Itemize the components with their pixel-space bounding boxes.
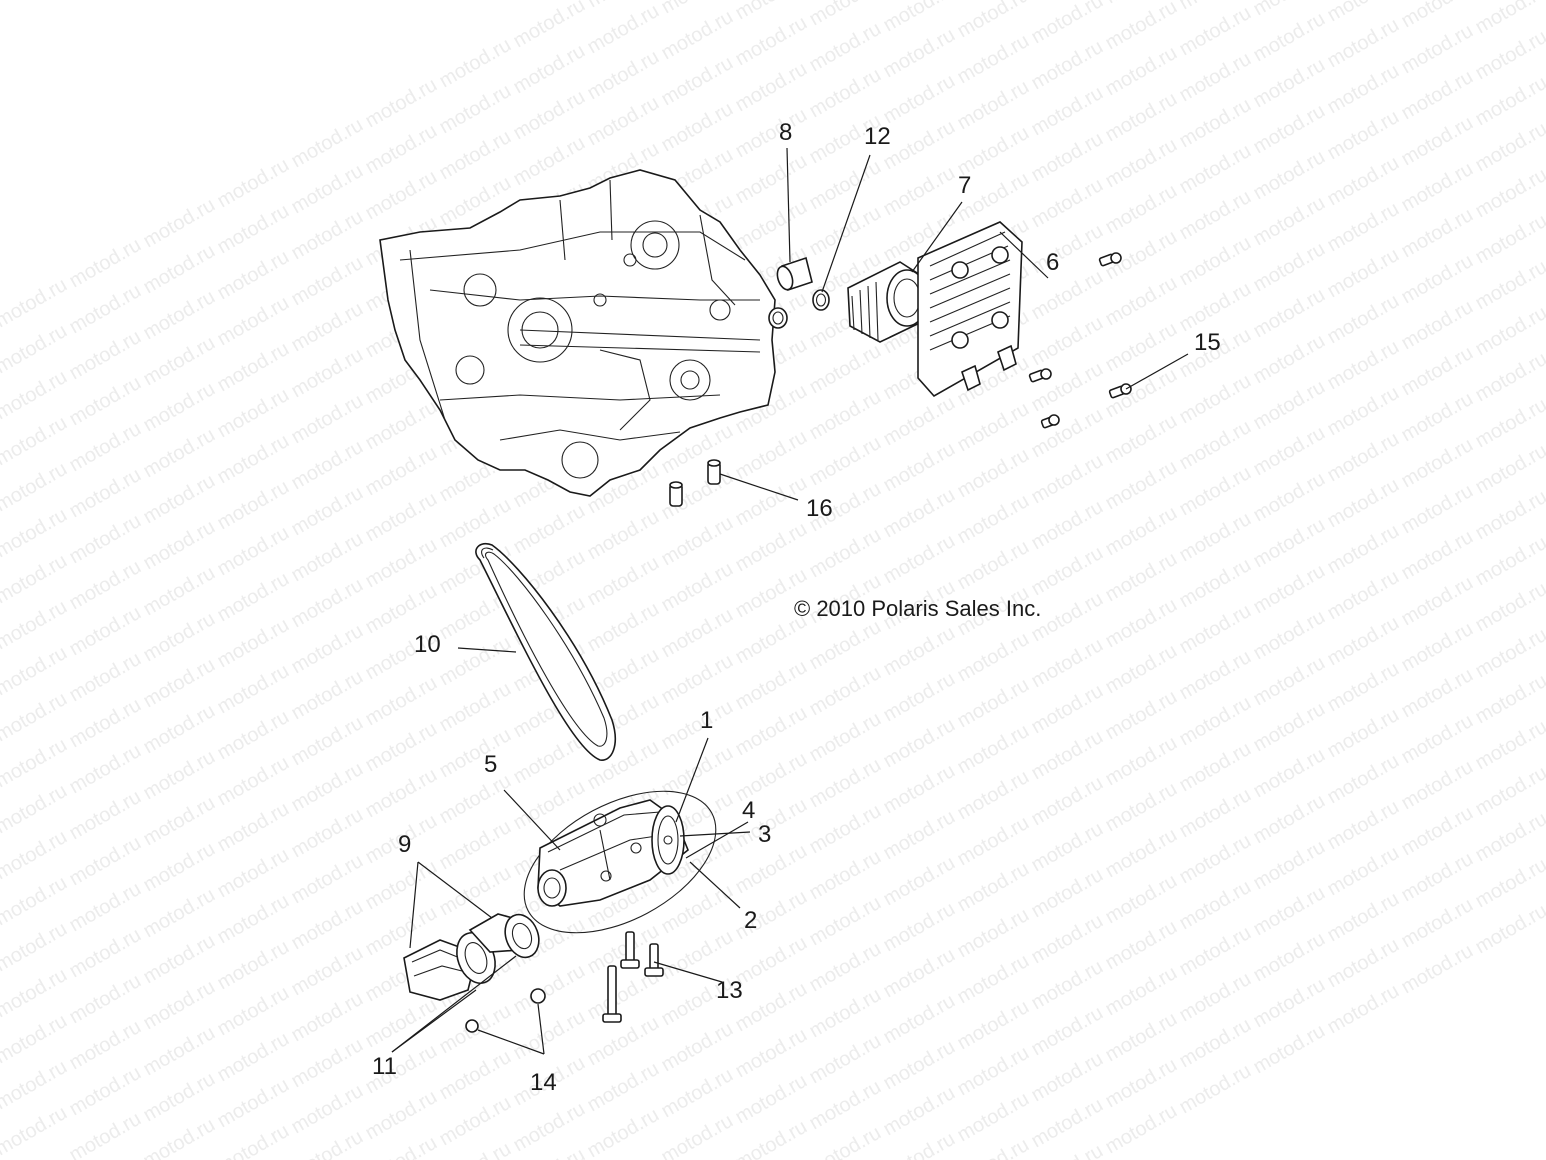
copyright-text: © 2010 Polaris Sales Inc. (794, 596, 1041, 621)
callout-6: 6 (1046, 249, 1059, 276)
callout-1: 1 (700, 707, 713, 734)
part-12-o-ring (812, 289, 830, 311)
callout-16: 16 (806, 495, 833, 522)
part-1-oil-pump-assembly (523, 790, 717, 934)
callout-15: 15 (1194, 329, 1221, 356)
callout-11: 11 (372, 1053, 397, 1080)
callout-2: 2 (744, 907, 757, 934)
callout-13: 13 (716, 977, 743, 1004)
callout-9: 9 (398, 831, 411, 858)
callout-14: 14 (530, 1069, 557, 1096)
callout-10: 10 (414, 631, 441, 658)
callout-5: 5 (484, 751, 497, 778)
callout-7: 7 (958, 172, 971, 199)
part-6-oil-cooler (917, 221, 1023, 398)
callout-8: 8 (779, 119, 792, 146)
part-9-11-oil-pickups (403, 913, 540, 1001)
part-7-oil-filter (847, 261, 931, 343)
part-16-dowel-pins (669, 459, 721, 507)
part-13-bolts (602, 931, 664, 1023)
part-14-nuts (465, 988, 546, 1033)
engine-block (379, 169, 776, 497)
part-15-bolts (1028, 252, 1132, 429)
callout-numbers: 8 12 7 6 15 16 10 1 4 3 5 2 9 13 11 14 (372, 119, 1221, 1096)
part-8-sleeve (776, 256, 813, 292)
o-ring-small (768, 307, 788, 329)
callout-4: 4 (742, 797, 755, 824)
watermark-text: motod.ru (0, 1102, 71, 1160)
callout-3: 3 (758, 821, 771, 848)
callout-12: 12 (864, 123, 891, 150)
leader-lines (391, 147, 1189, 1055)
part-10-belt (475, 542, 616, 761)
